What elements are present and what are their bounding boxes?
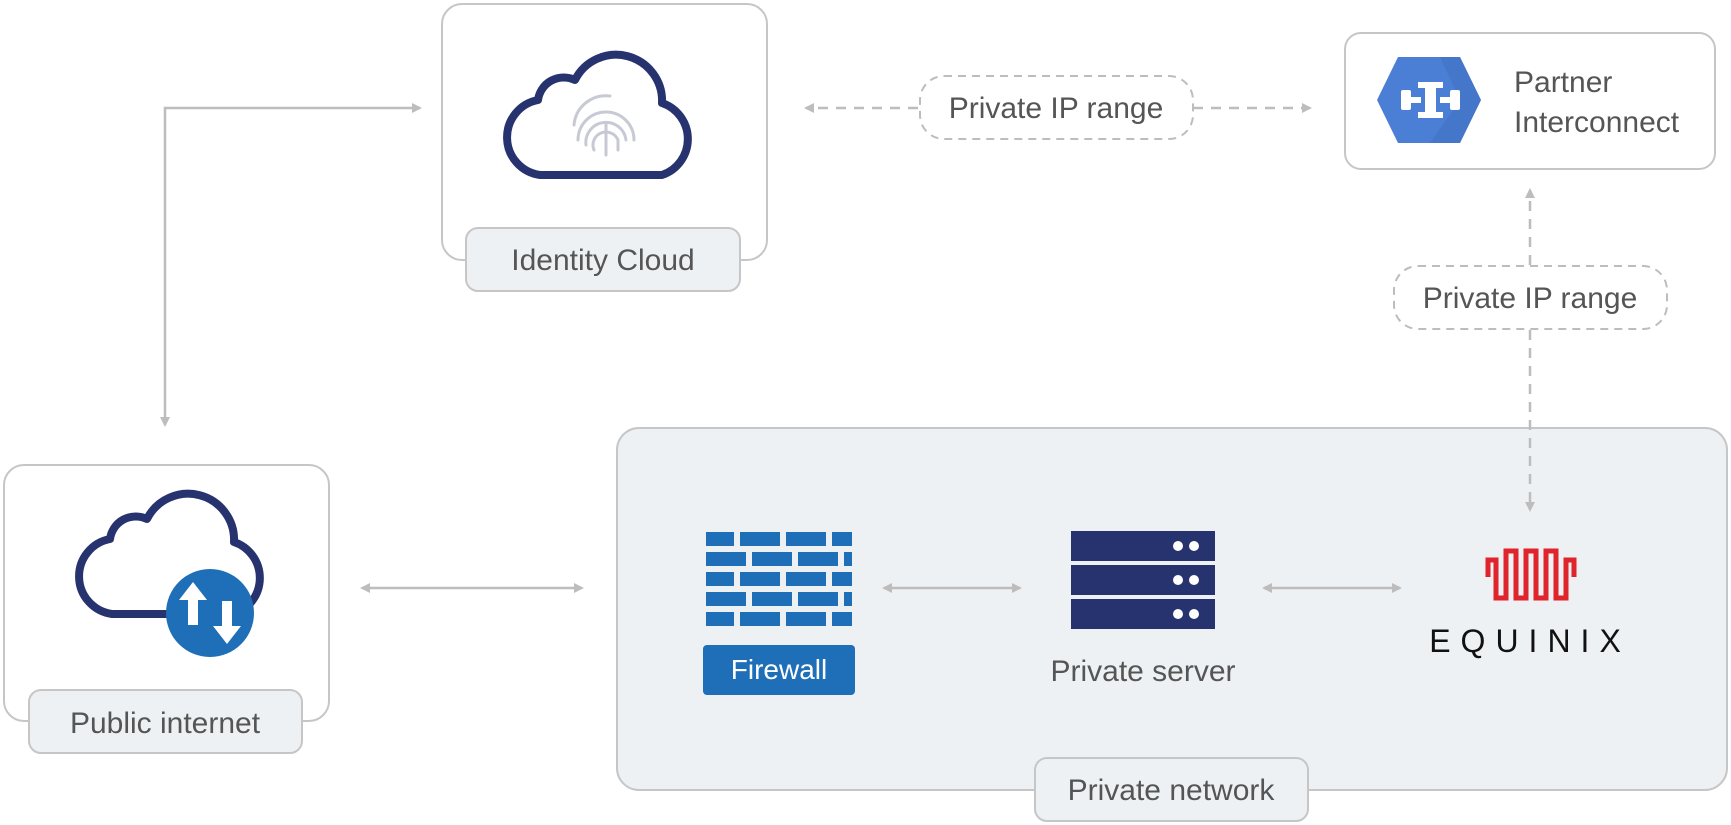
equinix-logo bbox=[1485, 548, 1577, 601]
partner-label-line1: Partner bbox=[1514, 66, 1612, 99]
private-ip-range-top: Private IP range bbox=[804, 75, 1312, 140]
identity-cloud-label-box bbox=[465, 227, 741, 292]
public-internet-card: Public internet bbox=[3, 464, 330, 754]
cloud-transfer-icon bbox=[75, 489, 264, 657]
partner-interconnect-card: Partner Interconnect bbox=[1344, 32, 1716, 170]
private-server-label: Private server bbox=[1050, 655, 1235, 688]
cloud-fingerprint-icon bbox=[503, 50, 692, 179]
public-internet-label-box bbox=[28, 689, 303, 754]
private-server-node: Private server bbox=[1050, 531, 1236, 688]
firewall-label-box bbox=[703, 645, 855, 695]
partner-interconnect-icon bbox=[1377, 57, 1481, 143]
private-network-label: Private network bbox=[1068, 774, 1276, 807]
private-network-label-box bbox=[1034, 757, 1309, 822]
private-ip-range-right: Private IP range bbox=[1393, 188, 1668, 512]
firewall-label: Firewall bbox=[731, 654, 827, 685]
firewall-node: Firewall bbox=[703, 532, 855, 695]
equinix-wordmark: EQUINIX bbox=[1429, 623, 1631, 659]
server-icon bbox=[1071, 531, 1215, 629]
identity-cloud-label: Identity Cloud bbox=[511, 244, 694, 277]
private-ip-range-right-label: Private IP range bbox=[1423, 282, 1638, 315]
equinix-node: EQUINIX bbox=[1429, 548, 1631, 659]
identity-cloud-card: Identity Cloud bbox=[441, 3, 768, 292]
private-ip-range-top-label: Private IP range bbox=[949, 92, 1164, 125]
connector-public-identity bbox=[160, 103, 422, 427]
partner-label-line2: Interconnect bbox=[1514, 106, 1680, 139]
firewall-icon bbox=[706, 532, 852, 626]
public-internet-label: Public internet bbox=[70, 707, 261, 740]
